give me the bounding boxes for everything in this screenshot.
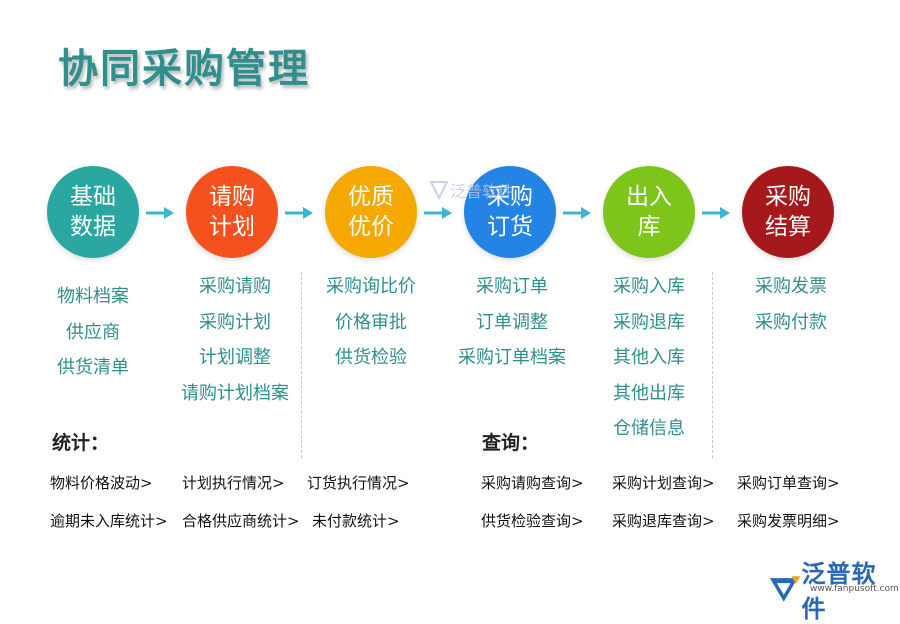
divider [301, 272, 302, 458]
list-item[interactable]: 采购订单档案 [437, 340, 587, 376]
arrow-right-icon [424, 206, 452, 220]
flow-node-label: 采购 结算 [765, 182, 811, 242]
flow-node-label: 优质 优价 [348, 182, 394, 242]
page-title: 协同采购管理 [58, 36, 310, 94]
stats-link[interactable]: 订货执行情况> [307, 472, 410, 493]
list-item[interactable]: 采购请购 [160, 269, 310, 305]
list-item[interactable]: 供货检验 [296, 340, 446, 376]
list-item[interactable]: 采购退库 [574, 305, 724, 341]
list-item[interactable]: 请购计划档案 [160, 376, 310, 412]
column-quality-price: 采购询比价 价格审批 供货检验 [296, 269, 446, 376]
stats-link[interactable]: 逾期未入库统计> [50, 510, 168, 531]
stats-link[interactable]: 物料价格波动> [50, 472, 153, 493]
query-link[interactable]: 采购退库查询> [612, 510, 715, 531]
arrow-right-icon [285, 206, 313, 220]
flow-node-basic-data[interactable]: 基础 数据 [47, 166, 139, 258]
list-item[interactable]: 供应商 [18, 315, 168, 351]
list-item[interactable]: 采购询比价 [296, 269, 446, 305]
stats-link[interactable]: 计划执行情况> [182, 472, 285, 493]
watermark-text: 泛普软件 [450, 178, 514, 202]
flow-node-in-out-stock[interactable]: 出入 库 [603, 166, 695, 258]
column-settlement: 采购发票 采购付款 [716, 269, 866, 340]
stats-label: 统计： [52, 428, 109, 455]
arrow-right-icon [146, 206, 174, 220]
column-purchase-order: 采购订单 订单调整 采购订单档案 [437, 269, 587, 376]
list-item[interactable]: 采购发票 [716, 269, 866, 305]
list-item[interactable]: 计划调整 [160, 340, 310, 376]
query-link[interactable]: 采购计划查询> [612, 472, 715, 493]
query-label: 查询： [482, 428, 539, 455]
watermark: 泛普软件 [428, 178, 514, 202]
query-link[interactable]: 采购请购查询> [481, 472, 584, 493]
query-link[interactable]: 采购发票明细> [737, 510, 840, 531]
list-item[interactable]: 物料档案 [18, 279, 168, 315]
list-item[interactable]: 订单调整 [437, 305, 587, 341]
list-item[interactable]: 采购付款 [716, 305, 866, 341]
query-link[interactable]: 供货检验查询> [481, 510, 584, 531]
list-item[interactable]: 采购订单 [437, 269, 587, 305]
list-item[interactable]: 其他入库 [574, 340, 724, 376]
arrow-right-icon [563, 206, 591, 220]
arrow-right-icon [702, 206, 730, 220]
list-item[interactable]: 供货清单 [18, 350, 168, 386]
list-item[interactable]: 仓储信息 [574, 411, 724, 447]
watermark-logo-icon [428, 179, 450, 201]
list-item[interactable]: 价格审批 [296, 305, 446, 341]
brand-url: www.fanpusoft.com [810, 584, 899, 594]
stats-link[interactable]: 未付款统计> [312, 510, 400, 531]
list-item[interactable]: 采购计划 [160, 305, 310, 341]
flow-node-label: 出入 库 [626, 182, 672, 242]
list-item[interactable]: 其他出库 [574, 376, 724, 412]
flow-node-label: 基础 数据 [70, 182, 116, 242]
flow-node-quality-price[interactable]: 优质 优价 [325, 166, 417, 258]
column-purchase-request-plan: 采购请购 采购计划 计划调整 请购计划档案 [160, 269, 310, 411]
flow-node-settlement[interactable]: 采购 结算 [742, 166, 834, 258]
query-link[interactable]: 采购订单查询> [737, 472, 840, 493]
flow-node-purchase-request-plan[interactable]: 请购 计划 [186, 166, 278, 258]
divider [712, 272, 713, 458]
list-item[interactable]: 采购入库 [574, 269, 724, 305]
column-basic-data: 物料档案 供应商 供货清单 [18, 279, 168, 386]
flow-node-label: 请购 计划 [209, 182, 255, 242]
column-in-out-stock: 采购入库 采购退库 其他入库 其他出库 仓储信息 [574, 269, 724, 447]
stats-link[interactable]: 合格供应商统计> [182, 510, 300, 531]
